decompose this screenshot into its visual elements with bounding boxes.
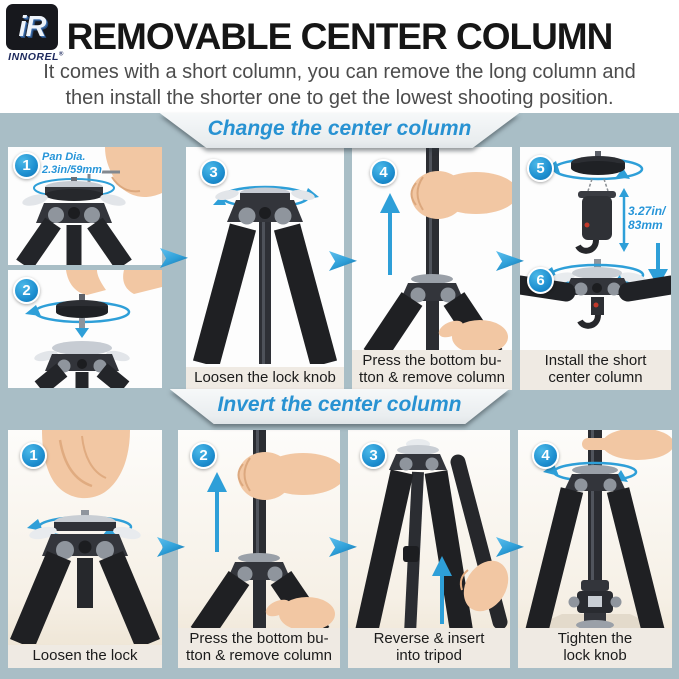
caption-line-1: Press the bottom bu- [362,352,502,369]
photo-invert-step-1: 1 Loosen the lock [8,430,162,668]
step-number: 2 [22,282,31,299]
step-number: 3 [369,447,378,464]
step-badge-4: 4 [532,442,559,469]
header: iR INNOREL® REMOVABLE CENTER COLUMN It c… [0,0,679,113]
caption-text: Loosen the lock [32,646,138,664]
step-badge-2: 2 [13,277,40,304]
annotation-line-2: 2.3in/59mm [42,163,102,176]
banner-invert-label: Invert the center column [169,389,510,424]
caption-reverse-insert: Reverse & insert into tripod [348,628,510,668]
page-subtitle: It comes with a short column, you can re… [0,60,679,111]
caption-line-1: Tighten the [557,630,633,647]
caption-install-short-column: Install the short center column [520,350,671,390]
subtitle-line-2: then install the shorter one to get the … [65,86,614,109]
loosen-knob-illustration [192,185,338,364]
photo-change-step-2: 2 [8,270,162,388]
banner-change-label: Change the center column [159,113,520,148]
caption-loosen-lock-knob: Loosen the lock knob [186,366,344,390]
caption-line-2: tton & remove column [186,646,332,664]
brand-text: INNOREL [8,51,59,63]
tripod-top-hexkey-illustration [16,147,162,265]
step-number: 3 [209,164,218,181]
remove-column-illustration [190,430,340,634]
annotation-line-2: 83mm [628,217,663,232]
photo-change-step-4: 4 Press the bottom bu- tton & remove col… [352,147,512,390]
caption-line-2: tton & remove column [359,368,505,386]
photo-change-step-1: 1 Pan Dia. 2.3in/59mm [8,147,162,265]
banner-invert-center-column: Invert the center column [169,389,510,424]
caption-line-2: lock knob [563,646,627,664]
brand-name: INNOREL® [6,51,66,63]
step-badge-6: 6 [527,267,554,294]
caption-line-1: Install the short [544,352,647,369]
short-column-install-illustration [520,151,671,329]
page-title: REMOVABLE CENTER COLUMN [66,16,614,57]
caption-loosen-lock: Loosen the lock [8,644,162,668]
caption-press-bottom-button: Press the bottom bu- tton & remove colum… [352,350,512,390]
column-length-annotation: 3.27in/ 83mm [628,204,666,233]
caption-press-bottom-button: Press the bottom bu- tton & remove colum… [178,628,340,668]
step-number: 6 [536,272,545,289]
caption-line-2: center column [548,368,643,386]
photo-change-steps-5-6: 5 6 3.27in/ 83mm Install the short cente… [520,147,671,390]
logo-mark-text: iR [18,10,47,43]
innorel-logo-icon: iR [6,4,58,50]
step-badge-1: 1 [20,442,47,469]
step-badge-3: 3 [360,442,387,469]
photo-change-step-3: 3 Loosen the lock knob [186,147,344,390]
disc-removal-illustration [25,270,162,388]
annotation-line-1: Pan Dia. [42,151,86,163]
caption-tighten-lock-knob: Tighten the lock knob [518,628,672,668]
step-badge-3: 3 [200,159,227,186]
step-number: 4 [379,164,388,181]
step-badge-1: 1 [13,152,40,179]
step-badge-2: 2 [190,442,217,469]
subtitle-line-1: It comes with a short column, you can re… [43,61,636,83]
banner-change-center-column: Change the center column [159,113,520,148]
innorel-logo: iR INNOREL® [6,4,66,63]
caption-line-1: Reverse & insert [373,630,485,647]
remove-column-illustration [363,147,512,356]
caption-line-2: into tripod [396,646,462,664]
step-number: 5 [536,160,545,177]
photo-invert-step-3: 3 Reverse & insert into tripod [348,430,510,668]
step-badge-4: 4 [370,159,397,186]
step-number: 4 [541,447,550,464]
pan-diameter-annotation: Pan Dia. 2.3in/59mm [42,151,102,176]
step-badge-5: 5 [527,155,554,182]
reverse-insert-illustration [354,439,509,634]
step-number: 2 [199,447,208,464]
caption-line-1: Press the bottom bu- [189,630,329,647]
photo-invert-step-4: 4 Tighten the lock knob [518,430,672,668]
annotation-line-1: 3.27in/ [628,204,666,218]
step-number: 1 [22,157,31,174]
caption-text: Loosen the lock knob [194,368,336,386]
step-number: 1 [29,447,38,464]
loosen-lock-illustration [10,430,160,644]
photo-invert-step-2: 2 Press the bottom bu- tton & remove col… [178,430,340,668]
registered-mark: ® [58,51,64,58]
